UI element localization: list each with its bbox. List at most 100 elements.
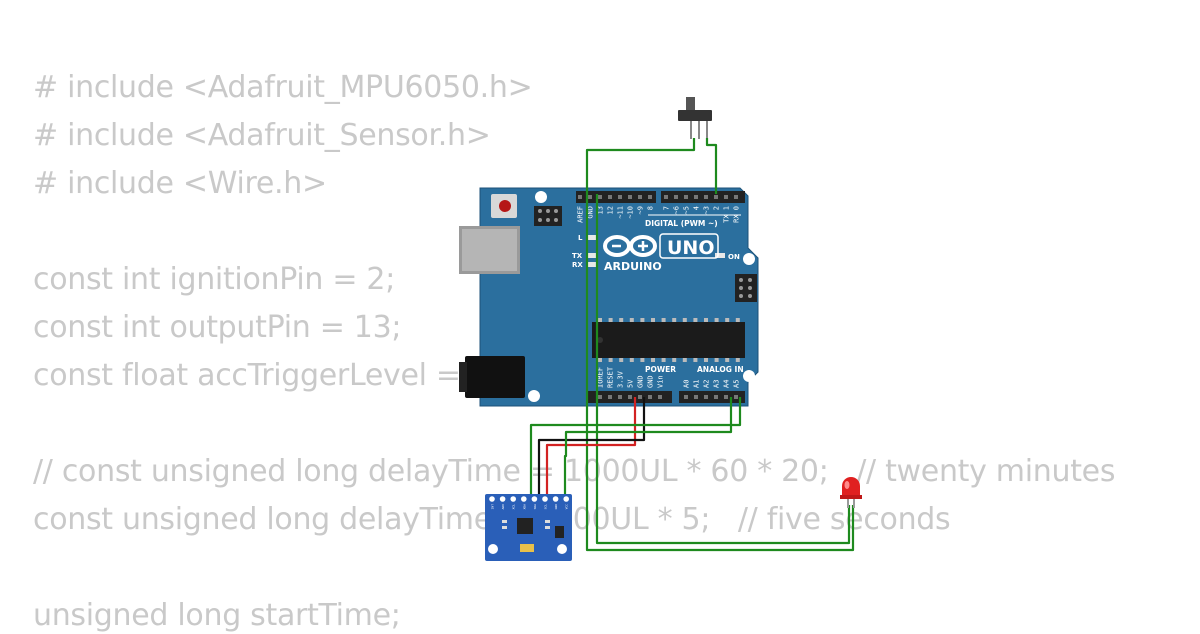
led-highlight: [844, 481, 850, 489]
wires: [529, 138, 855, 552]
sensor-pin[interactable]: [499, 496, 506, 502]
digital-pin[interactable]: [608, 195, 612, 199]
digital-pin-label: ~10: [627, 206, 635, 219]
power-pin-label: Vin: [657, 375, 665, 388]
digital-pin[interactable]: [618, 195, 622, 199]
sensor-pin[interactable]: [489, 496, 495, 502]
sensor-pin-label: SCL: [544, 504, 548, 510]
digital-pin-label: ~6: [673, 206, 681, 214]
wire-sda-a4: [563, 397, 733, 498]
digital-pin-label: 2: [713, 206, 721, 210]
power-pin-label: 5V: [627, 379, 635, 388]
analog-pin-label: A4: [723, 380, 731, 388]
power-pin[interactable]: [638, 395, 642, 399]
digital-pin[interactable]: [694, 195, 698, 199]
power-pin-label: GND: [637, 375, 645, 388]
code-line: const int ignitionPin = 2;: [33, 262, 396, 297]
code-line: // const unsigned long delayTime = 1000U…: [33, 454, 1116, 489]
power-pin-label: RESET: [607, 366, 615, 388]
switch-leg-left: [690, 121, 692, 139]
power-jack-lip: [459, 362, 467, 392]
digital-pin-label: 7: [663, 206, 671, 210]
power-pin[interactable]: [608, 395, 612, 399]
switch-leg-mid: [698, 121, 700, 139]
analog-pin[interactable]: [734, 395, 738, 399]
power-analog-pins[interactable]: [598, 395, 738, 399]
power-label: POWER: [645, 365, 676, 374]
digital-pin[interactable]: [648, 195, 652, 199]
code-line: # include <Adafruit_MPU6050.h>: [33, 70, 533, 105]
wire-vcc-5v: [545, 397, 637, 498]
sensor-pin[interactable]: [521, 496, 527, 502]
analog-pin[interactable]: [684, 395, 688, 399]
power-pin-label: IOREF: [597, 367, 605, 388]
digital-pin-label: ~9: [637, 206, 645, 214]
sensor-pin[interactable]: [510, 496, 516, 502]
on-led-label: ON: [728, 253, 740, 261]
analog-pin[interactable]: [704, 395, 708, 399]
digital-pin[interactable]: [724, 195, 728, 199]
sensor-pin-label: XCL: [512, 504, 516, 510]
digital-pins[interactable]: [578, 195, 738, 199]
digital-pin[interactable]: [684, 195, 688, 199]
sensor-pin-label: INT: [491, 504, 495, 510]
power-pin-label: 3.3V: [617, 370, 625, 388]
power-pin[interactable]: [648, 395, 652, 399]
digital-pin[interactable]: [598, 195, 602, 199]
digital-pin-label: ~11: [617, 206, 625, 219]
power-pin[interactable]: [658, 395, 662, 399]
power-pin[interactable]: [618, 395, 622, 399]
switch-leg-right: [706, 121, 708, 139]
analog-pin[interactable]: [724, 395, 728, 399]
led-dome: [842, 477, 860, 497]
switch-knob[interactable]: [686, 97, 695, 111]
digital-pin-label: TX 1: [723, 206, 731, 223]
analog-pin-label: A0: [683, 380, 691, 388]
analog-pin[interactable]: [694, 395, 698, 399]
digital-pin-label: 4: [693, 206, 701, 210]
digital-pin[interactable]: [734, 195, 738, 199]
digital-pin-label: 13: [597, 206, 605, 214]
sensor-pin[interactable]: [542, 496, 548, 502]
wire-switch-to-gnd: [585, 138, 855, 552]
slide-switch[interactable]: [678, 97, 712, 139]
board-model: UNO: [667, 237, 714, 259]
digital-pin[interactable]: [588, 195, 592, 199]
power-pin[interactable]: [598, 395, 602, 399]
digital-pin[interactable]: [578, 195, 582, 199]
sensor-mount-hole-left: [488, 544, 498, 554]
power-jack: [465, 356, 525, 398]
wire-pin13-to-led: [595, 194, 851, 545]
digital-pin[interactable]: [674, 195, 678, 199]
sensor-pin[interactable]: [563, 496, 569, 502]
digital-pin[interactable]: [638, 195, 642, 199]
power-pin[interactable]: [628, 395, 632, 399]
led-rim: [840, 495, 862, 499]
digital-label: DIGITAL (PWM ~): [645, 219, 718, 228]
code-line: unsigned long startTime;: [33, 598, 401, 633]
sensor-mount-hole-right: [557, 544, 567, 554]
red-led[interactable]: [840, 477, 862, 508]
sensor-pin[interactable]: [552, 496, 559, 502]
digital-pin-label: AREF: [577, 206, 585, 223]
sensor-pin[interactable]: [531, 496, 538, 502]
code-line: # include <Adafruit_Sensor.h>: [33, 118, 491, 153]
digital-pin[interactable]: [664, 195, 668, 199]
analog-pin[interactable]: [714, 395, 718, 399]
sensor-pins[interactable]: [489, 496, 569, 502]
reset-button-cap[interactable]: [499, 200, 511, 212]
digital-pin-label: RX 0: [733, 206, 741, 223]
digital-pin[interactable]: [628, 195, 632, 199]
digital-pin[interactable]: [704, 195, 708, 199]
digital-pin[interactable]: [714, 195, 718, 199]
board-brand: ARDUINO: [604, 260, 662, 273]
mount-hole-bottom-left: [528, 390, 540, 402]
analog-pin-label: A1: [693, 380, 701, 388]
code-line: const int outputPin = 13;: [33, 310, 402, 345]
